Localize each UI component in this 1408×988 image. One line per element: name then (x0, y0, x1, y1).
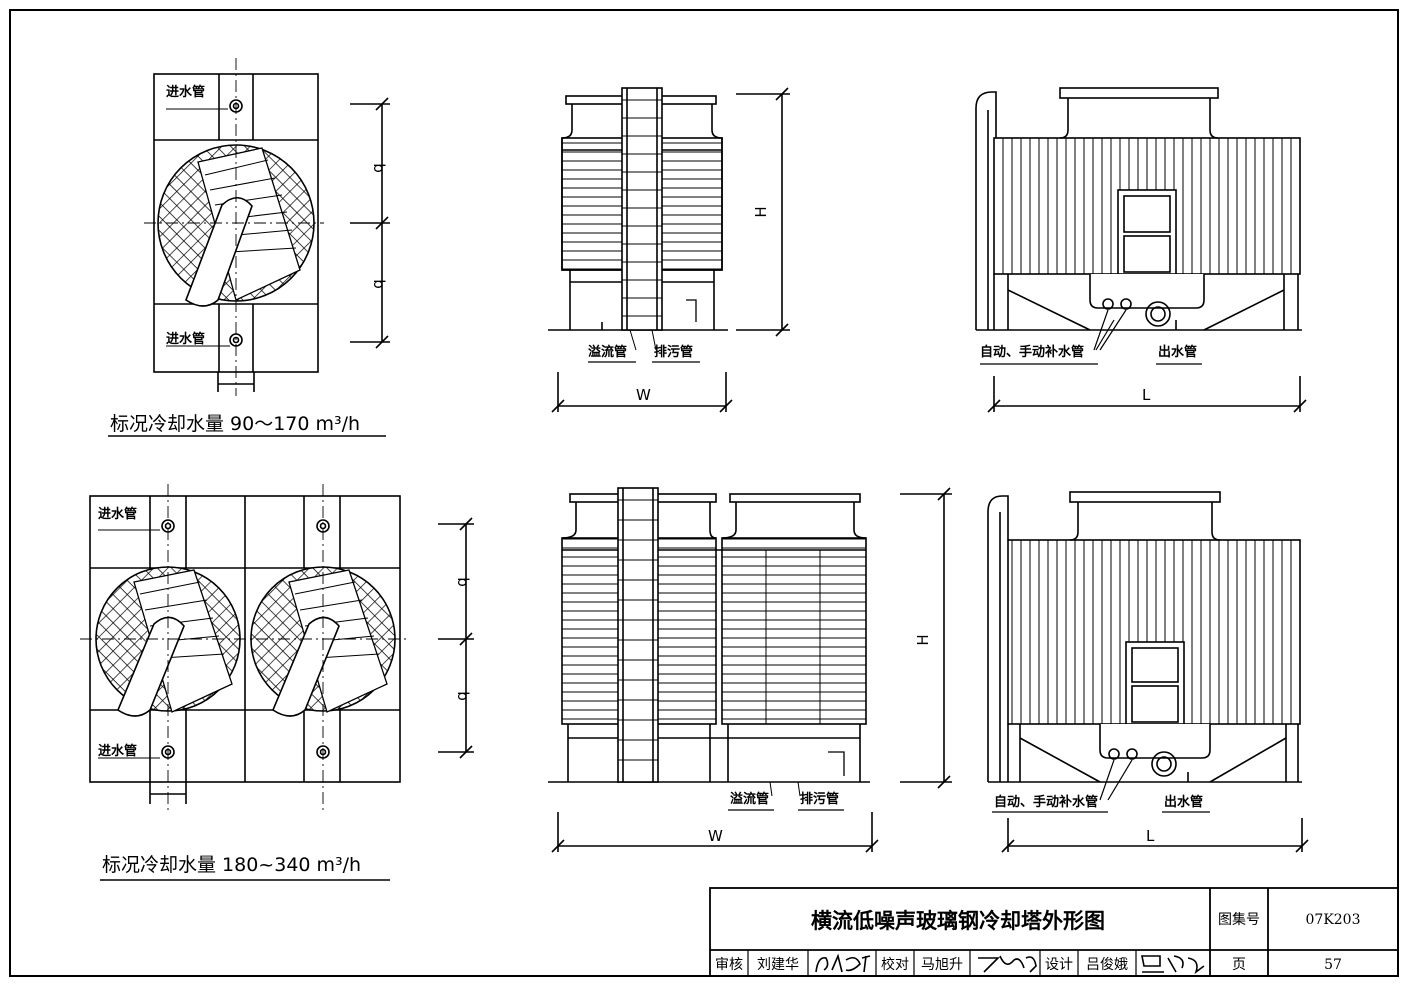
dim-b-label: b (370, 279, 388, 289)
drain-label: 排污管 (800, 791, 839, 807)
page-label: 页 (1232, 957, 1246, 973)
dim-h-label: H (752, 206, 770, 217)
dim-b-label: b (454, 577, 472, 587)
atlas-number: 07K203 (1306, 912, 1361, 928)
plan-view-double (80, 484, 474, 881)
checker-name: 马旭升 (921, 957, 963, 973)
inlet-label: 进水管 (98, 743, 137, 759)
atlas-label: 图集号 (1218, 911, 1260, 928)
drawing-title: 横流低噪声玻璃钢冷却塔外形图 (811, 909, 1105, 933)
front-view-double (548, 487, 952, 853)
inlet-label: 进水管 (98, 506, 137, 522)
overflow-label: 溢流管 (730, 791, 769, 807)
inlet-label: 进水管 (166, 331, 205, 347)
outlet-label: 出水管 (1164, 794, 1203, 810)
drain-label: 排污管 (654, 344, 693, 360)
dim-w-label: W (636, 386, 651, 404)
dim-b-label: b (454, 691, 472, 701)
check-label: 校对 (881, 956, 909, 973)
outlet-label: 出水管 (1158, 344, 1197, 360)
dim-l-label: L (1142, 386, 1151, 404)
reviewer-signature (815, 953, 871, 973)
dim-b-label: b (370, 163, 388, 173)
side-view-double (987, 491, 1309, 853)
sheet-frame (9, 9, 1399, 977)
overflow-label: 溢流管 (588, 344, 627, 360)
caption-double: 标况冷却水量 180~340 m³/h (102, 854, 361, 876)
dim-w-label: W (708, 827, 723, 845)
inlet-label: 进水管 (166, 84, 205, 100)
reviewer-name: 刘建华 (757, 957, 799, 973)
dim-h-label: H (914, 634, 932, 645)
designer-signature (1141, 955, 1205, 975)
checker-signature (978, 955, 1037, 973)
caption-single: 标况冷却水量 90～170 m³/h (110, 413, 360, 435)
design-label: 设计 (1045, 957, 1073, 973)
title-block (709, 887, 1399, 977)
makeup-label: 自动、手动补水管 (980, 344, 1084, 360)
page-number: 57 (1324, 957, 1342, 973)
side-view-single (975, 87, 1307, 413)
plan-view-single (108, 58, 390, 437)
review-label: 审核 (715, 957, 743, 973)
front-view-single (548, 87, 790, 413)
makeup-label: 自动、手动补水管 (994, 794, 1098, 810)
dim-l-label: L (1146, 827, 1155, 845)
designer-name: 吕俊娥 (1086, 957, 1128, 973)
